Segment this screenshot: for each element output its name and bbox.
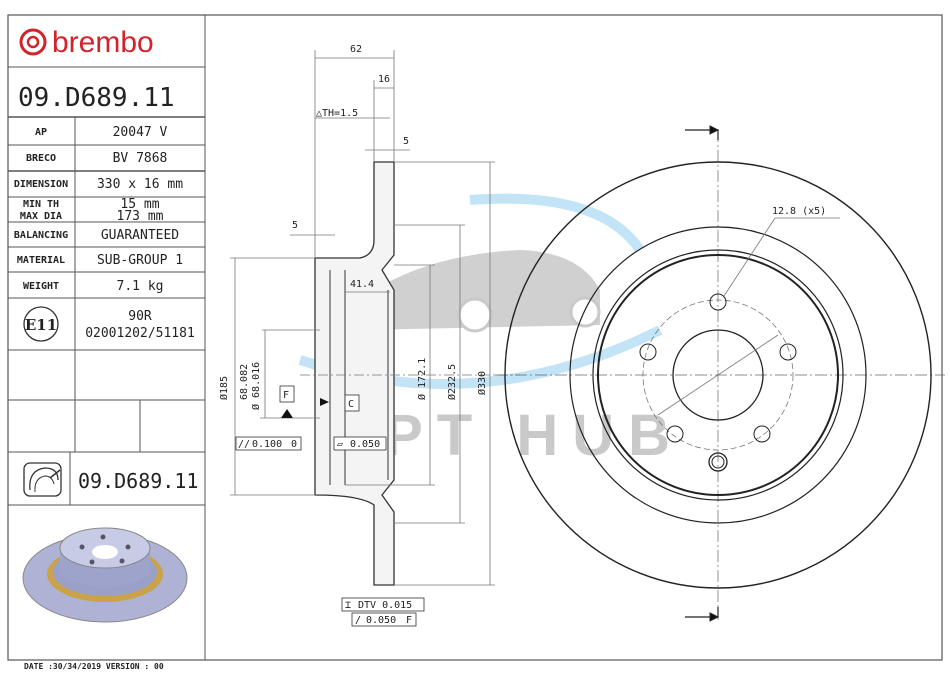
svg-text:/: / (355, 615, 361, 626)
logo-ring-icon (19, 28, 47, 56)
runout-ref: F (406, 615, 412, 626)
tolerance-flatness-frame (333, 436, 387, 451)
dim-bore-max: 68.082 (239, 364, 250, 400)
dim-d172: Ø 172.1 (416, 358, 428, 400)
dtv-tolerance: DTV 0.015 (358, 600, 412, 611)
spec-label-balancing: BALANCING (14, 230, 68, 241)
dtv-frame (341, 597, 425, 612)
tolerance-parallel: 0.100 (252, 439, 282, 450)
dim-bore-min: Ø 68.016 (250, 362, 262, 410)
svg-text://: // (238, 439, 250, 450)
spec-label-min-th: MIN TH (23, 199, 59, 210)
bolt-hole (639, 343, 657, 361)
brand-name: brembo (52, 26, 154, 59)
disc-outer-edge (504, 161, 932, 589)
runout-frame (351, 612, 417, 627)
spec-label-dimension: DIMENSION (14, 179, 68, 190)
spec-label-breco: BRECO (26, 153, 56, 164)
front-view: 12.8 (x5) (495, 125, 945, 622)
part-number: 09.D689.11 (18, 83, 175, 113)
svg-text:▱: ▱ (337, 439, 343, 450)
locating-hole (708, 452, 728, 472)
tolerance-flatness: 0.050 (350, 439, 380, 450)
e11-approval-mark (23, 306, 59, 342)
spec-value-min-th: 15 mm (120, 197, 159, 212)
tolerance-parallel-frame (235, 436, 302, 451)
spec-value-material: SUB-GROUP 1 (97, 253, 183, 268)
datum-f: F (283, 390, 289, 401)
approval-line1: 90R (128, 309, 152, 324)
tolerance-parallel-ref: 0 (291, 439, 297, 450)
spec-value-max-dia: 173 mm (117, 209, 164, 224)
dim-d330: Ø330 (476, 371, 488, 395)
dim-bolt-holes: 12.8 (x5) (772, 206, 826, 217)
bolt-hole (753, 425, 771, 443)
center-bore (672, 329, 764, 421)
rear-disc-icon (23, 462, 62, 497)
dim-overall-height: 62 (350, 44, 362, 55)
approval-mark-text: E11 (25, 316, 57, 334)
part-number-repeat: 09.D689.11 (78, 469, 198, 493)
spec-value-ap: 20047 V (113, 125, 168, 140)
dim-hat-wall: 5 (292, 220, 298, 231)
datum-c: C (348, 399, 354, 410)
spec-label-max-dia: MAX DIA (20, 211, 62, 222)
dim-d185: Ø185 (218, 376, 230, 400)
sheet-border (7, 14, 943, 661)
disc-render (22, 527, 188, 623)
cross-section-view: 62 16 △TH=1.5 5 5 41.4 Ø185 68.082 Ø 68.… (218, 44, 520, 627)
spec-label-ap: AP (35, 127, 47, 138)
dim-thickness: 16 (378, 74, 390, 85)
bolt-hole (709, 293, 727, 311)
brembo-logo: brembo (19, 26, 154, 59)
bolt-hole (666, 425, 684, 443)
bolt-hole (779, 343, 797, 361)
spec-label-material: MATERIAL (17, 255, 65, 266)
spec-label-weight: WEIGHT (23, 281, 59, 292)
dim-hat-depth: 41.4 (350, 279, 374, 290)
spec-value-breco: BV 7868 (113, 151, 168, 166)
spec-table: AP 20047 V BRECO BV 7868 DIMENSION 330 x… (8, 117, 205, 453)
svg-text:⌶: ⌶ (345, 600, 351, 611)
footer-date-version: DATE :30/34/2019 VERSION : 00 (24, 662, 164, 671)
approval-line2: 02001202/51181 (85, 326, 195, 341)
spec-value-balancing: GUARANTEED (101, 228, 179, 243)
dim-delta-th: △TH=1.5 (316, 108, 358, 119)
dim-d232: Ø232.5 (446, 364, 458, 400)
spec-value-dimension: 330 x 16 mm (97, 177, 183, 192)
spec-value-weight: 7.1 kg (117, 279, 164, 294)
logo-hub-icon (26, 35, 40, 49)
dim-groove: 5 (403, 136, 409, 147)
runout-tolerance: 0.050 (366, 615, 396, 626)
